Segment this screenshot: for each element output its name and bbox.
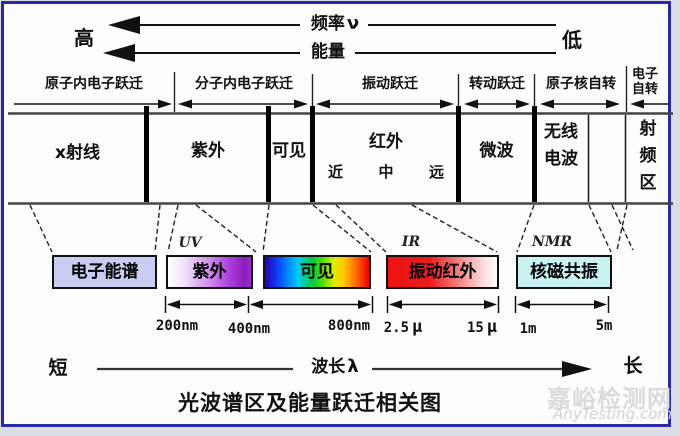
ir-far-label: 远 [428,163,444,181]
band-microwave: 微波 [479,141,514,161]
frequency-energy-arrow-lines [110,24,556,54]
box-visible: 可见 [263,255,371,289]
transition-label-nuclear-spin: 原子核自转 [546,76,616,92]
transition-label-rotation: 转动跃迁 [469,76,525,92]
scale-15-unit: μ [486,317,498,337]
scale-400nm: 400nm [218,321,280,337]
spectrum-bar-lines [8,112,673,205]
diagram-title: 光波谱区及能量跃迁相关图 [178,391,442,415]
scale-arrowheads [167,300,607,309]
ir-near-label: 近 [328,163,344,181]
wavelength-arrowhead-icon [562,361,592,377]
band-infrared: 红外 [369,132,403,152]
wavelength-text: 波长 [311,357,346,377]
frequency-text: 频率 [310,14,345,34]
watermark-cn: 嘉峪检测网 [547,385,672,413]
transition-label-vibration: 振动跃迁 [362,76,418,92]
uv-tag: UV [178,235,202,251]
scale-200nm: 200nm [146,318,208,334]
scale-15-value: 15 [466,320,484,336]
box-vibrational-ir: 振动红外 [386,255,499,289]
energy-label: 能量 [311,42,345,62]
band-uv: 紫外 [191,141,225,161]
nmr-tag: NMR [532,234,572,250]
scale-2-5-unit: μ [412,317,423,337]
scale-1m: 1m [506,321,550,337]
frequency-symbol: ν [346,13,360,34]
box-nmr: 核磁共振 [516,255,612,289]
scale-1m-value: 1 [519,321,528,337]
scale-ticks [164,296,610,313]
watermark-en: AnyTesting.com [553,405,672,423]
spectrum-bar-thick-dividers [144,106,537,202]
ir-mid-label: 中 [378,163,394,181]
wavelength-symbol: λ [347,356,359,377]
low-label: 低 [562,28,582,52]
scale-5m: 5m [582,318,626,334]
band-rf-region: 射频区 [639,119,657,193]
spectrum-bar-thin-dividers [587,115,627,202]
transition-dividers [173,66,628,112]
scale-400-value: 400 [227,321,254,337]
scale-5m-unit: m [604,318,613,334]
box-electron-spectroscopy: 电子能谱 [52,255,157,289]
transition-label-molecular-electron: 分子内电子跃迁 [195,76,293,92]
ir-tag: IR [401,234,421,250]
band-radio: 无线电波 [544,122,578,169]
scale-800-value: 800 [327,318,354,334]
funnel-connectors [29,204,634,253]
band-visible: 可见 [272,141,306,161]
transition-arrowheads [158,99,644,109]
band-infrared-sub: 近 中 远 [316,163,456,181]
scale-400-unit: nm [253,321,271,337]
frequency-arrowhead-icon [108,16,140,34]
scale-800nm: 800nm [318,318,380,334]
scale-2-5-value: 2.5 [383,320,410,336]
scale-5m-value: 5 [595,318,604,334]
scale-1m-unit: m [528,321,537,337]
transition-label-atomic-electron: 原子内电子跃迁 [45,76,143,92]
high-label: 高 [74,26,94,50]
scale-800-unit: nm [353,318,371,334]
short-label: 短 [48,357,68,379]
diagram-frame [1,1,671,427]
scale-200-unit: nm [181,318,199,334]
long-label: 长 [623,355,643,377]
energy-arrowhead-icon [103,44,135,62]
transition-label-electron-spin: 电子自转 [631,67,658,97]
box-uv: 紫外 [166,255,253,289]
scale-200-value: 200 [155,318,182,334]
band-xray: x射线 [55,143,100,163]
